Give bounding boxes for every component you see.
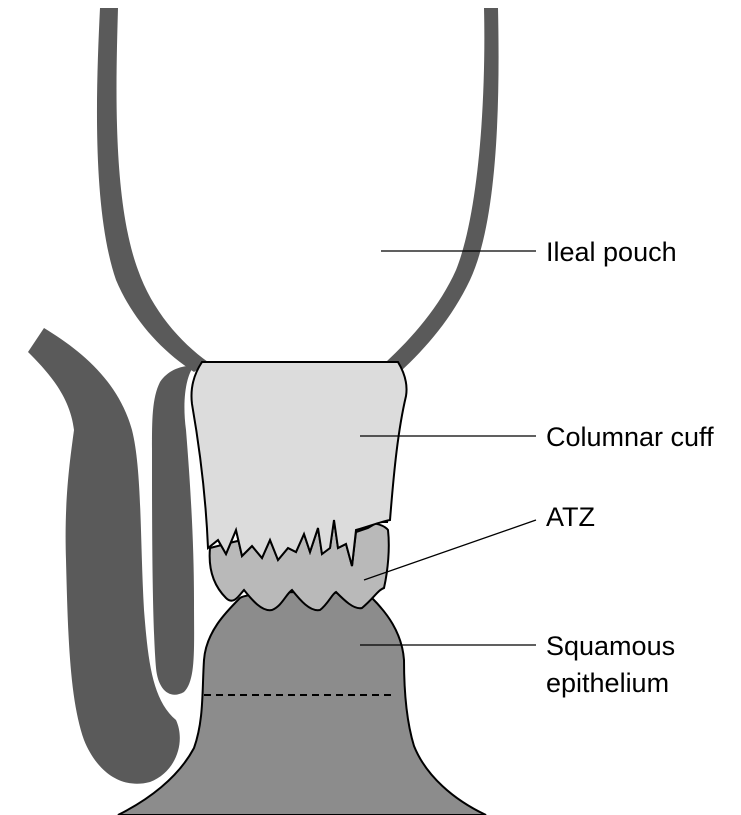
label-squamous-line1: Squamous bbox=[546, 631, 675, 661]
label-ileal-pouch: Ileal pouch bbox=[546, 237, 677, 267]
label-squamous-line2: epithelium bbox=[546, 668, 669, 698]
pouch-wall-right bbox=[386, 8, 499, 372]
pouch-wall-left bbox=[97, 8, 208, 372]
label-columnar-cuff: Columnar cuff bbox=[546, 422, 714, 452]
internal-sphincter bbox=[152, 366, 194, 695]
label-atz: ATZ bbox=[546, 502, 595, 532]
